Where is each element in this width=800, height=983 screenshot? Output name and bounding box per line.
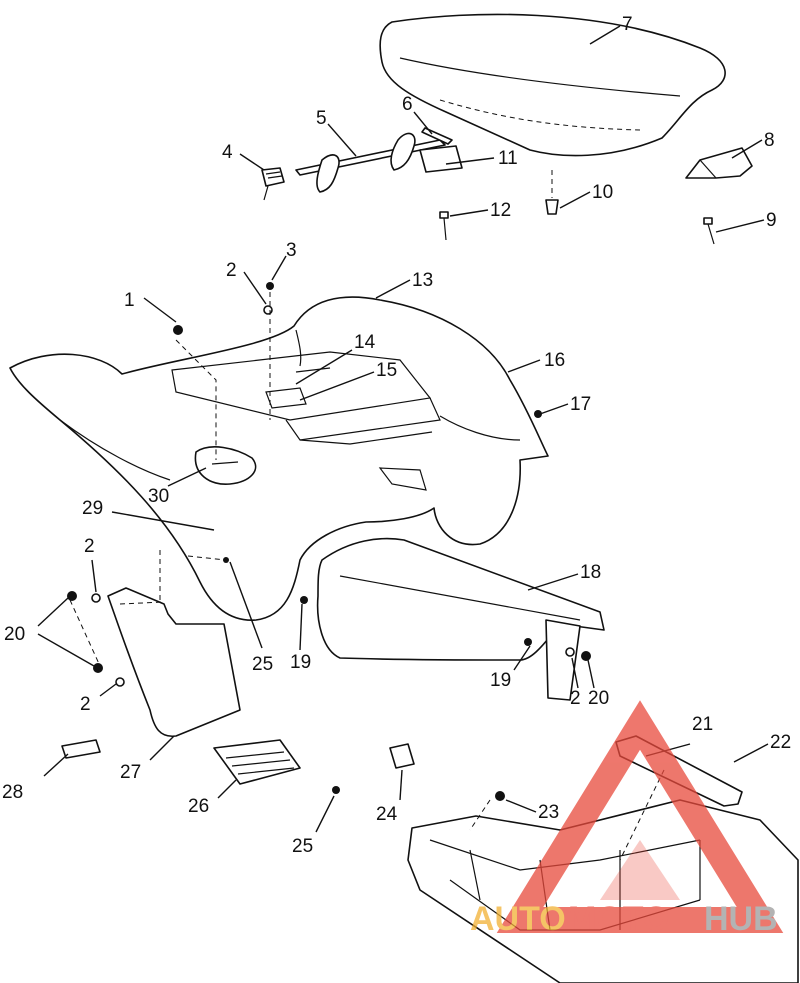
fasteners	[67, 282, 665, 861]
callout-9: 9	[766, 210, 777, 231]
callout-7: 7	[622, 14, 633, 35]
small-hardware	[439, 170, 715, 245]
callout-labels: 1 2 3 4 5 6 7 8 9 10 11 12 13 14 15 16 1…	[2, 14, 791, 857]
callout-21: 21	[692, 714, 713, 735]
side-fender-panel	[316, 537, 605, 701]
callout-1: 1	[124, 290, 135, 311]
callout-20-right: 20	[588, 688, 609, 709]
bracket-plate	[419, 145, 463, 173]
seat	[379, 13, 726, 157]
callout-5: 5	[316, 108, 327, 129]
callout-19: 19	[290, 652, 311, 673]
callout-25: 25	[292, 836, 313, 857]
leader-lines	[37, 25, 769, 833]
callout-25-mid: 25	[252, 654, 273, 675]
callout-24: 24	[376, 804, 398, 825]
footrest	[213, 739, 301, 785]
callout-16: 16	[544, 350, 565, 371]
callout-12: 12	[490, 200, 511, 221]
callout-10: 10	[592, 182, 613, 203]
callout-3: 3	[286, 240, 297, 261]
watermark-logo: AUTO MOTO HUB	[470, 700, 784, 938]
pad	[61, 739, 101, 759]
callout-4: 4	[222, 142, 233, 163]
callout-2-left-lower: 2	[80, 694, 91, 715]
callout-19-right: 19	[490, 670, 511, 691]
rear-fender	[9, 296, 549, 621]
callout-29: 29	[82, 498, 103, 519]
seat-latch-rod	[295, 127, 453, 193]
callout-18: 18	[580, 562, 601, 583]
callout-2-left-upper: 2	[84, 536, 95, 557]
callout-23: 23	[538, 802, 559, 823]
callout-2-right: 2	[570, 688, 581, 709]
callout-13: 13	[412, 270, 433, 291]
callout-28: 28	[2, 782, 23, 803]
callout-22: 22	[770, 732, 791, 753]
watermark-text-auto: AUTO	[470, 900, 566, 938]
watermark-text-hub: HUB	[704, 900, 778, 938]
block	[389, 743, 415, 769]
callout-27: 27	[120, 762, 141, 783]
callout-8: 8	[764, 130, 775, 151]
watermark-text-moto: MOTO	[568, 900, 669, 938]
callout-30: 30	[148, 486, 169, 507]
callout-20: 20	[4, 624, 25, 645]
mud-flap	[107, 550, 241, 737]
callout-11: 11	[498, 148, 518, 169]
callout-2: 2	[226, 260, 237, 281]
callout-6: 6	[402, 94, 413, 115]
callout-17: 17	[570, 394, 591, 415]
callout-26: 26	[188, 796, 209, 817]
callout-14: 14	[354, 332, 376, 353]
spring	[261, 167, 285, 201]
callout-15: 15	[376, 360, 397, 381]
